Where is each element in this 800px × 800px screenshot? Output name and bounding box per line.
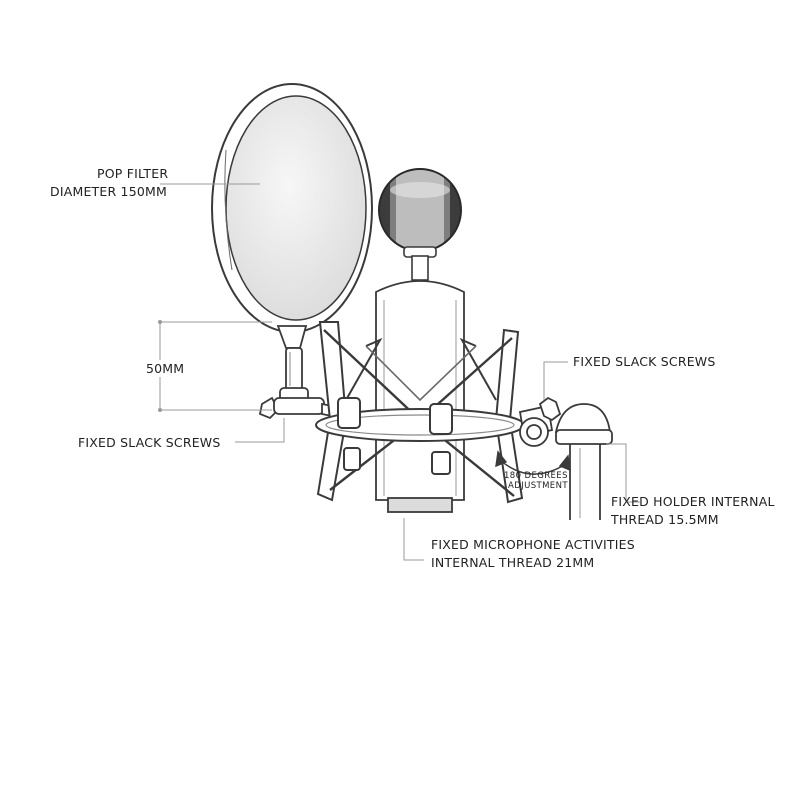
rotation-arrow [495,450,571,475]
mount-hinge [518,396,613,447]
microphone-body [375,280,465,513]
label-adjustment-line2: ADJUSTMENT [508,481,568,491]
callout-lines [159,183,640,561]
label-gooseneck-length: 50MM [144,360,187,377]
label-pop-filter-line1: POP FILTER [97,166,169,181]
stand-pole [569,444,601,520]
label-pop-filter-line2: DIAMETER 150MM [50,184,167,199]
callout-left-screws [235,418,285,443]
label-mic-thread-line2: INTERNAL THREAD 21MM [431,555,595,570]
label-adjustment-line1: 180 DEGREES [504,471,568,481]
callout-right-screws [543,361,568,400]
microphone-head [378,168,462,281]
shock-mount [315,321,525,504]
label-left-slack-screws: FIXED SLACK SCREWS [78,435,221,450]
label-mic-thread-line1: FIXED MICROPHONE ACTIVITIES [431,537,635,552]
label-right-slack-screws: FIXED SLACK SCREWS [573,354,716,369]
pop-filter [211,83,373,333]
gooseneck-arm [258,325,353,422]
label-holder-thread-line2: THREAD 15.5MM [611,512,719,527]
callout-holder [606,443,640,503]
callout-mic [403,518,424,561]
label-holder-thread-line1: FIXED HOLDER INTERNAL [611,494,775,509]
